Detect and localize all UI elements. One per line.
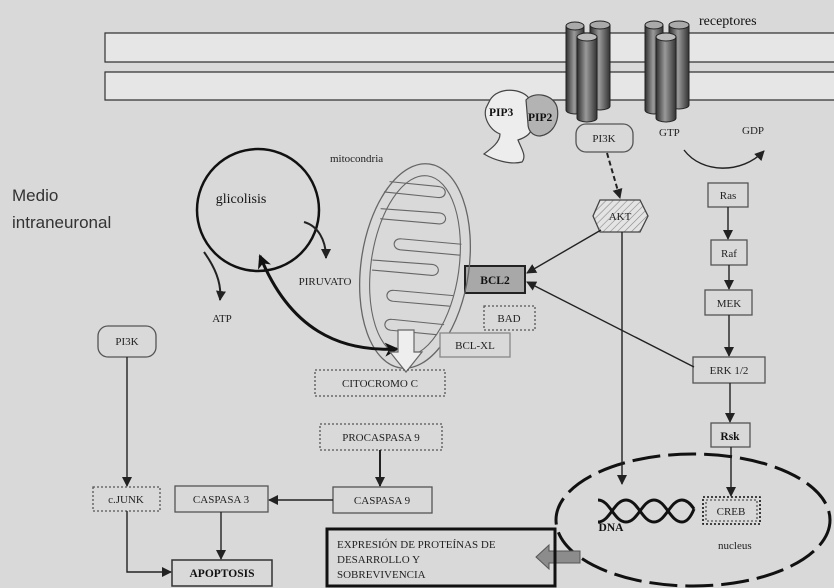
expression-line-1: EXPRESIÓN DE PROTEÍNAS DE	[337, 539, 496, 551]
pip2-label: PIP2	[528, 112, 553, 124]
cytochrome-c-label: CITOCROMO C	[342, 378, 418, 390]
dna-label: DNA	[599, 522, 625, 534]
receptor-pi3k	[566, 21, 610, 122]
membrane-inner-layer	[105, 72, 834, 100]
expression-line-2: DESARROLLO Y	[337, 554, 420, 566]
atp-label: ATP	[212, 313, 232, 325]
rsk-label: Rsk	[720, 431, 740, 443]
caspase3-label: CASPASA 3	[193, 494, 250, 506]
akt-label: AKT	[609, 211, 632, 223]
apoptosis-label: APOPTOSIS	[190, 568, 255, 580]
receptor-ras	[645, 21, 689, 122]
membrane-outer-layer	[105, 33, 834, 62]
bcl2-label: BCL2	[480, 275, 510, 287]
mitochondria-label: mitocondria	[330, 153, 383, 165]
pip3-label: PIP3	[489, 107, 514, 119]
pi3k-top-label: PI3K	[592, 133, 615, 145]
region-label-line2: intraneuronal	[12, 213, 111, 232]
pyruvate-label: PIRUVATO	[299, 276, 352, 288]
bclxl-label: BCL-XL	[455, 340, 495, 352]
pi3k-left-label: PI3K	[115, 336, 138, 348]
expression-line-3: SOBREVIVENCIA	[337, 569, 426, 581]
bad-label: BAD	[497, 313, 520, 325]
procaspase9-label: PROCASPASA 9	[342, 432, 420, 444]
creb-label: CREB	[717, 506, 746, 518]
mek-label: MEK	[717, 298, 742, 310]
raf-label: Raf	[721, 248, 737, 260]
gtp-label: GTP	[659, 127, 680, 139]
glycolysis-label: glicolisis	[216, 192, 267, 207]
gdp-label: GDP	[742, 125, 764, 137]
region-label-line1: Medio	[12, 186, 58, 205]
receptors-label: receptores	[699, 14, 757, 29]
ras-label: Ras	[720, 190, 737, 202]
erk-label: ERK 1/2	[710, 365, 749, 377]
cjunk-label: c.JUNK	[108, 494, 144, 506]
caspase9-label: CASPASA 9	[354, 495, 411, 507]
nucleus-label: nucleus	[718, 540, 752, 552]
